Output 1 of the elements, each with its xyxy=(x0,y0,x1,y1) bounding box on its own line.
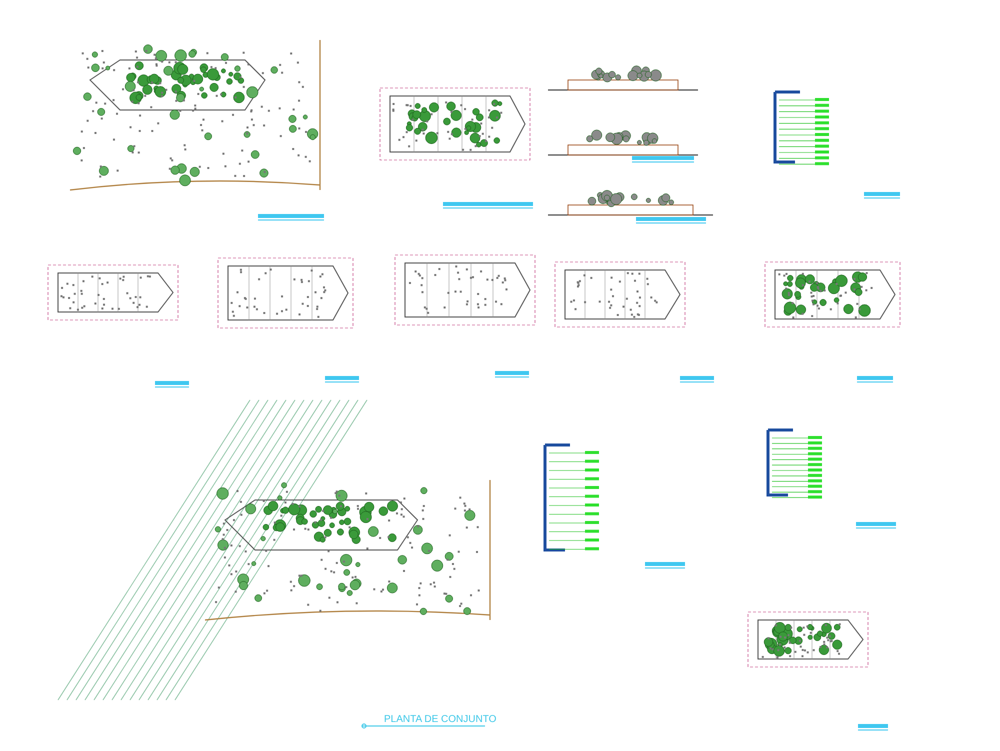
drawing-title: PLANTA DE CONJUNTO xyxy=(384,714,496,726)
